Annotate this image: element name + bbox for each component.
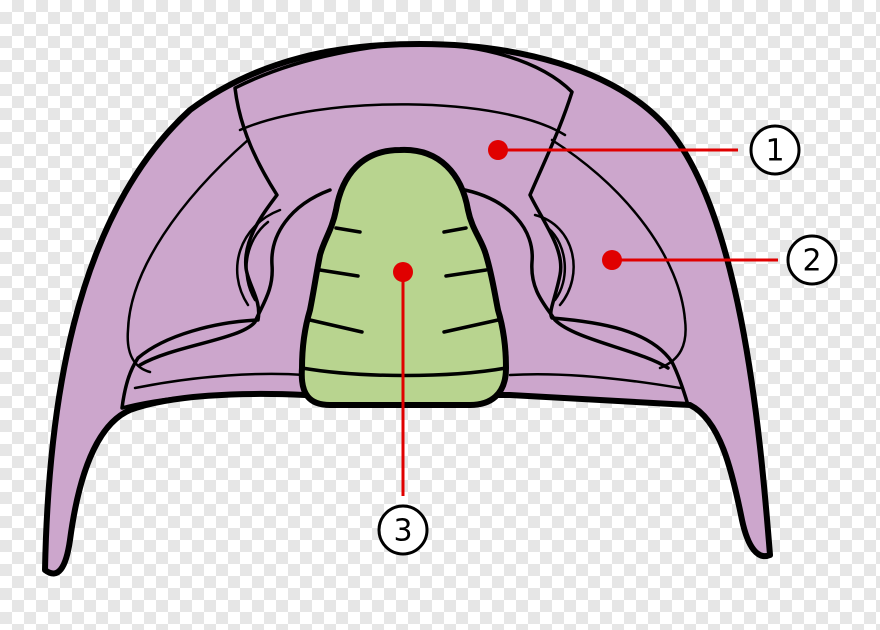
occipital-furrow-right [508, 373, 682, 390]
glabellar-furrow-2-left [318, 268, 360, 278]
eye-lobe-right-inner [546, 226, 567, 302]
glabellar-furrow-3-left [308, 318, 364, 334]
glabellar-furrow-1-right [442, 226, 468, 234]
glabellar-furrow-2-right [444, 268, 488, 278]
label-2: 2 [786, 234, 838, 286]
fixigena-region [120, 42, 690, 410]
leader-dot-2 [602, 250, 622, 270]
leader-lines [393, 140, 778, 496]
label-2-text: 2 [802, 244, 821, 279]
glabellar-furrow-1-left [334, 226, 362, 234]
occipital-furrow [133, 372, 307, 390]
anterior-border-furrow [238, 103, 567, 137]
label-1-text: 1 [765, 134, 784, 169]
label-1: 1 [749, 124, 801, 176]
leader-dot-1 [488, 140, 508, 160]
eye-lobe-right-outer [533, 213, 575, 307]
label-3-text: 3 [393, 514, 412, 549]
label-3: 3 [377, 504, 429, 556]
leader-dot-3 [393, 262, 413, 282]
glabellar-furrow-3-right [442, 318, 500, 334]
fixigena-contour-right [463, 188, 670, 370]
glabellar-occipital-line [300, 366, 508, 378]
fixigena-contour-left [138, 188, 332, 367]
eye-lobe-left-inner [245, 220, 270, 302]
eye-lobe-left-outer [235, 208, 282, 307]
suture-line-left [126, 138, 250, 374]
suture-line-right [550, 138, 687, 370]
